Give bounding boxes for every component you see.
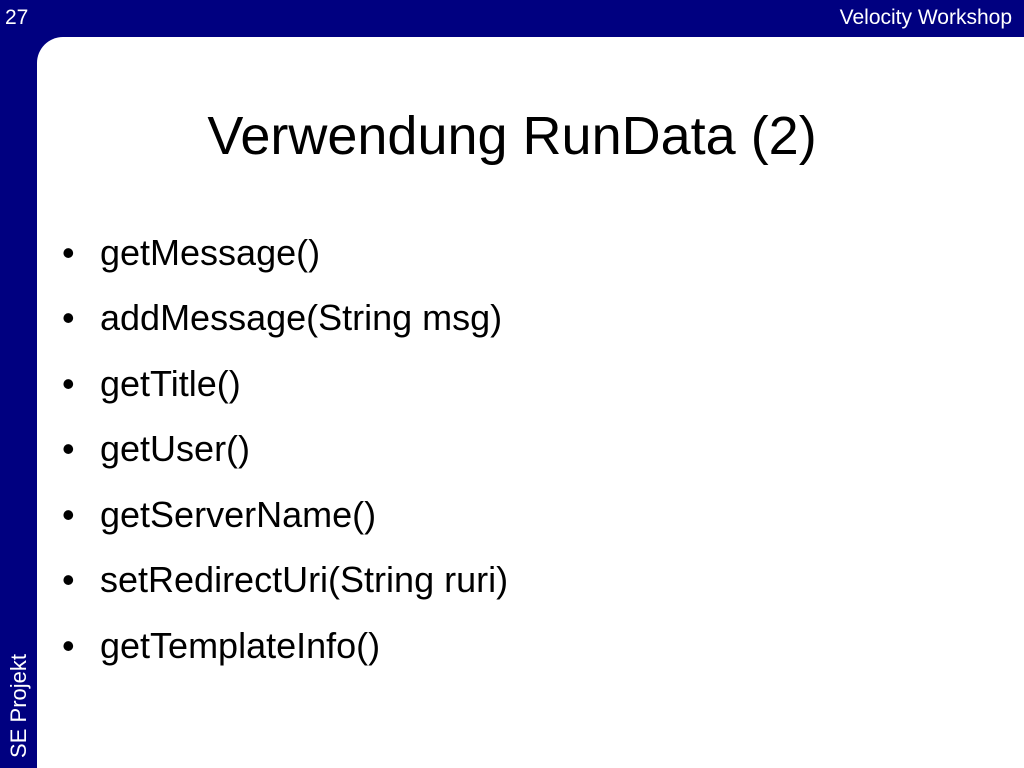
left-sidebar	[0, 0, 37, 768]
bullet-text: getUser()	[100, 428, 251, 470]
bullet-icon: •	[62, 624, 75, 666]
bullet-icon: •	[62, 428, 75, 470]
bullet-item: • setRedirectUri(String ruri)	[62, 548, 508, 614]
bullet-item: • getUser()	[62, 417, 508, 483]
bullet-list: • getMessage() • addMessage(String msg) …	[62, 220, 508, 679]
frame-corner	[37, 37, 63, 63]
bullet-icon: •	[62, 362, 75, 404]
header-title: Velocity Workshop	[839, 6, 1012, 29]
bullet-text: getServerName()	[100, 493, 377, 535]
bullet-text: getTemplateInfo()	[100, 624, 381, 666]
bullet-item: • getTemplateInfo()	[62, 613, 508, 679]
bullet-icon: •	[62, 559, 75, 601]
slide-title: Verwendung RunData (2)	[207, 106, 817, 166]
sidebar-label: SE Projekt	[6, 654, 31, 758]
top-bar	[0, 0, 1024, 37]
slide-number: 27	[5, 6, 29, 29]
bullet-icon: •	[62, 493, 75, 535]
bullet-text: getMessage()	[100, 231, 321, 273]
bullet-icon: •	[62, 297, 75, 339]
bullet-item: • getServerName()	[62, 482, 508, 548]
bullet-item: • getTitle()	[62, 351, 508, 417]
bullet-item: • getMessage()	[62, 220, 508, 286]
bullet-icon: •	[62, 231, 75, 273]
bullet-text: getTitle()	[100, 362, 241, 404]
bullet-item: • addMessage(String msg)	[62, 286, 508, 352]
bullet-text: setRedirectUri(String ruri)	[100, 559, 509, 601]
bullet-text: addMessage(String msg)	[100, 297, 503, 339]
